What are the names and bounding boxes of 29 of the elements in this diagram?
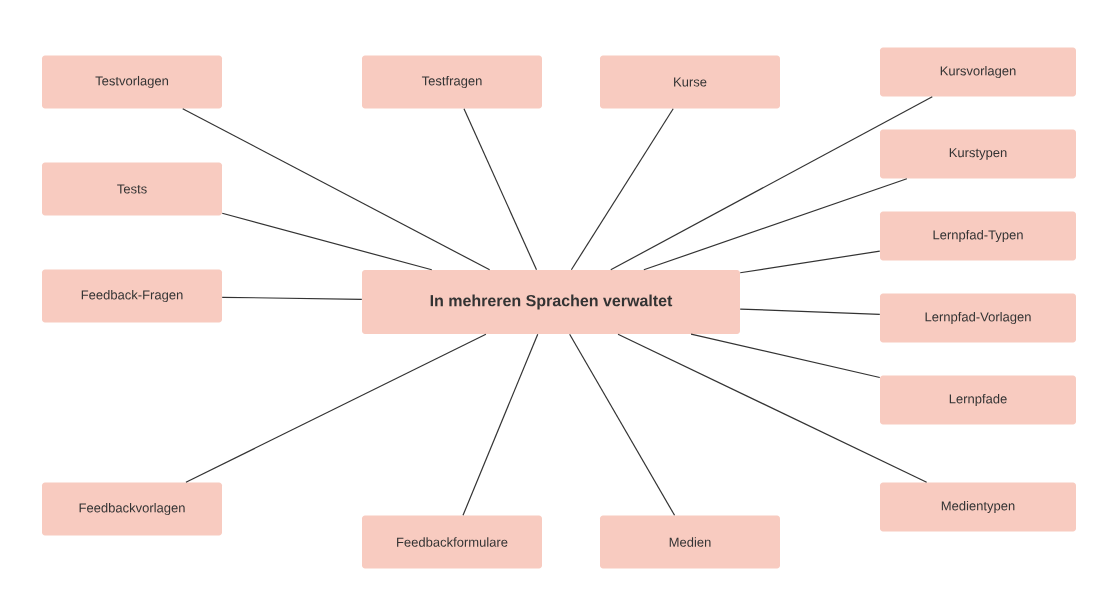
- topic-box: Kurstypen: [880, 129, 1076, 179]
- topic-box: Medien: [600, 515, 780, 569]
- connector-line: [221, 212, 433, 271]
- topic-box: Testfragen: [362, 55, 542, 109]
- topic-box: Lernpfade: [880, 375, 1076, 425]
- connector-line: [617, 333, 928, 483]
- connector-line: [185, 333, 487, 483]
- topic-box: Feedbackformulare: [362, 515, 542, 569]
- connector-line: [610, 96, 933, 271]
- topic-box: Medientypen: [880, 482, 1076, 532]
- topic-box: Tests: [42, 162, 222, 216]
- topic-box: Feedback-Fragen: [42, 269, 222, 323]
- connector-line: [570, 108, 674, 271]
- topic-box: Lernpfad-Vorlagen: [880, 293, 1076, 343]
- connector-line: [569, 333, 676, 516]
- central-box: In mehreren Sprachen verwaltet: [362, 270, 740, 334]
- connector-line: [462, 333, 539, 516]
- connector-line: [463, 108, 538, 271]
- topic-box: Testvorlagen: [42, 55, 222, 109]
- topic-box: Lernpfad-Typen: [880, 211, 1076, 261]
- topic-box: Kursvorlagen: [880, 47, 1076, 97]
- connector-line: [182, 108, 491, 271]
- connector-line: [643, 178, 908, 271]
- topic-box: Feedbackvorlagen: [42, 482, 222, 536]
- connector-line: [221, 296, 363, 300]
- connector-line: [739, 308, 881, 315]
- connector-line: [690, 333, 881, 379]
- topic-box: Kurse: [600, 55, 780, 109]
- connector-line: [739, 250, 881, 274]
